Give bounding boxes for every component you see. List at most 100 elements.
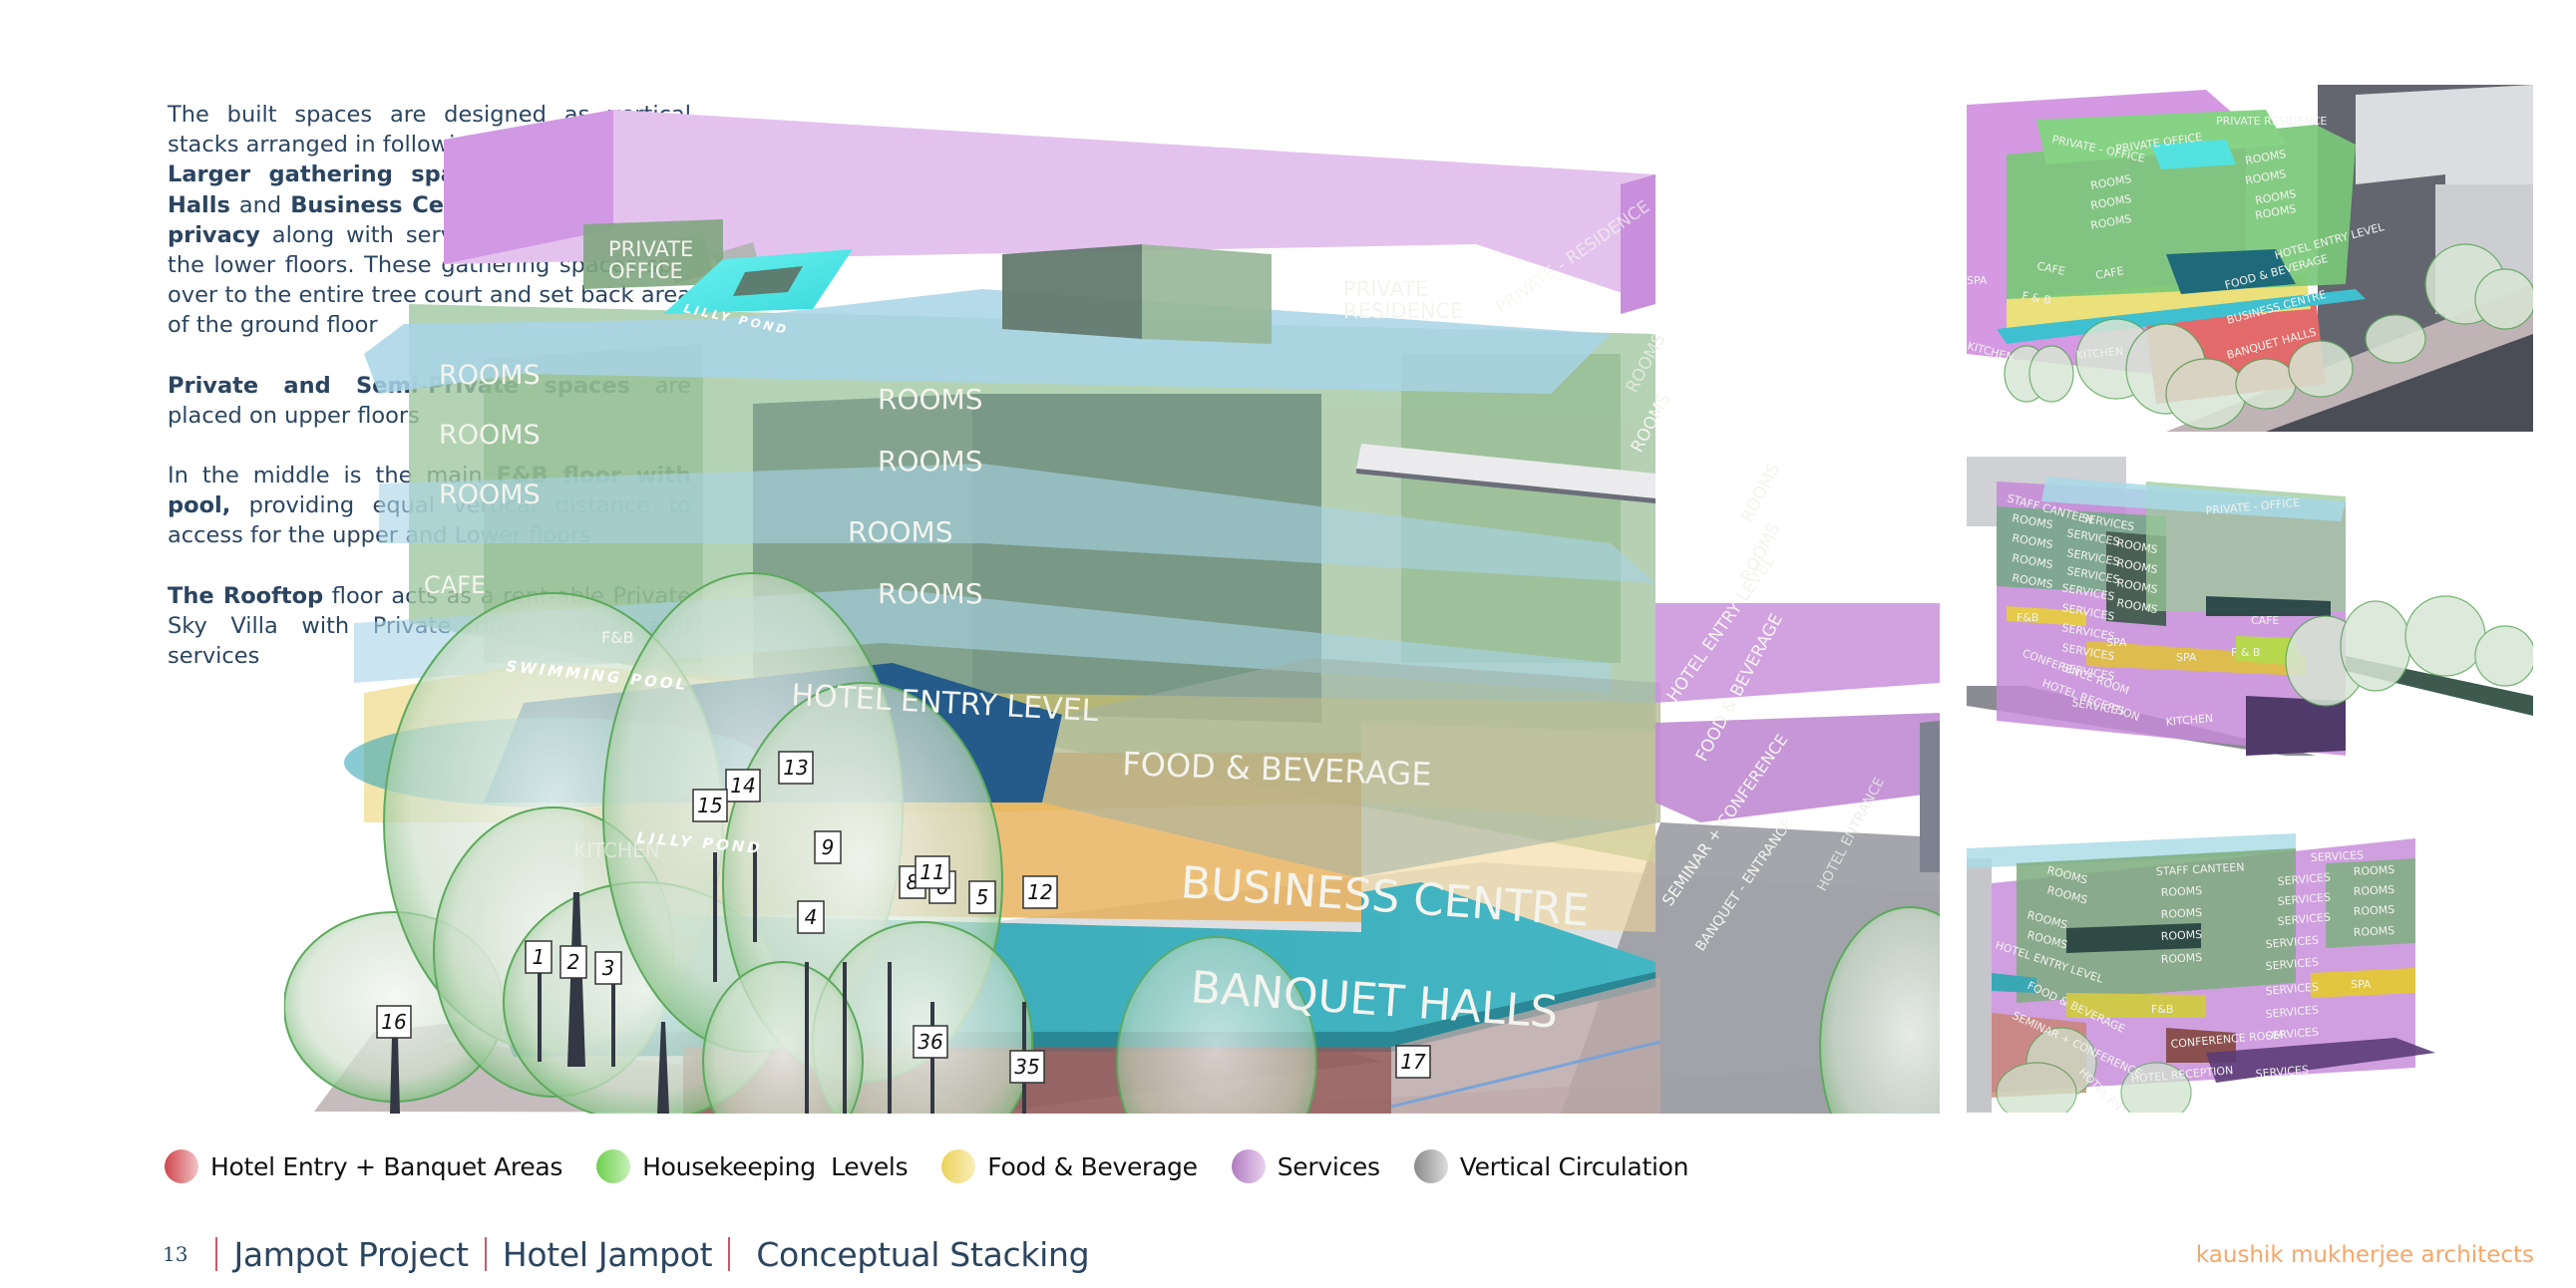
breadcrumb-project: Jampot Project bbox=[233, 1234, 469, 1274]
legend: Hotel Entry + Banquet Areas Housekeeping… bbox=[165, 1144, 1722, 1188]
label-rooms: ROOMS bbox=[439, 420, 541, 451]
emphasis-text: The Rooftop bbox=[168, 582, 324, 609]
thumbnail-label: PRIVATE RESIDENCE bbox=[2216, 115, 2327, 128]
svg-text:15: 15 bbox=[697, 794, 722, 817]
tree-number-tag: 5 bbox=[968, 880, 996, 914]
thumbnail-label: SERVICES bbox=[2265, 1025, 2319, 1043]
svg-text:12: 12 bbox=[1027, 880, 1052, 904]
tree-number-tag: 35 bbox=[1009, 1050, 1045, 1084]
tree-number-tag: 4 bbox=[797, 900, 825, 934]
separator bbox=[728, 1237, 731, 1271]
thumbnail-label: F & B bbox=[2231, 646, 2260, 659]
svg-text:13: 13 bbox=[783, 756, 808, 780]
legend-swatch-red bbox=[165, 1149, 198, 1183]
svg-text:5: 5 bbox=[976, 885, 989, 909]
svg-text:17: 17 bbox=[1400, 1050, 1426, 1074]
thumbnail-label: KITCHEN bbox=[2165, 712, 2214, 729]
tree-number-tag: 9 bbox=[814, 830, 842, 864]
svg-text:1: 1 bbox=[533, 945, 546, 969]
thumbnail-label: CAFE bbox=[2251, 614, 2280, 627]
tree-trunks bbox=[390, 842, 1026, 1114]
legend-swatch-green bbox=[596, 1149, 631, 1183]
right-services-blocks bbox=[1656, 603, 1940, 872]
tree-number-tag: 2 bbox=[559, 945, 587, 979]
legend-item-services: Services bbox=[1231, 1149, 1380, 1183]
breadcrumb-section: Conceptual Stacking bbox=[756, 1234, 1090, 1274]
firm-name: kaushik mukherjee architects bbox=[2195, 1242, 2534, 1268]
thumbnail-label: ROOMS bbox=[2353, 863, 2394, 878]
body-text: and bbox=[229, 191, 291, 218]
emphasis-text: Larger gathering spaces bbox=[168, 161, 498, 188]
thumbnail-label: SERVICES bbox=[2277, 910, 2331, 928]
thumbnail-label: SPA bbox=[2351, 978, 2372, 991]
tree-number-tag: 3 bbox=[594, 951, 622, 985]
tree-number-tag: 11 bbox=[915, 855, 950, 889]
legend-label: Food & Beverage bbox=[987, 1151, 1198, 1181]
label-rooms: ROOMS bbox=[439, 360, 541, 391]
thumbnail-label: ROOMS bbox=[2160, 951, 2202, 966]
thumbnail-label: SERVICES bbox=[2265, 1003, 2319, 1021]
label-rooms: ROOMS bbox=[878, 577, 982, 610]
tree-number-tag: 16 bbox=[376, 1005, 412, 1039]
legend-item-food-beverage: Food & Beverage bbox=[941, 1149, 1198, 1183]
svg-text:35: 35 bbox=[1014, 1055, 1039, 1079]
legend-swatch-yellow bbox=[941, 1149, 976, 1183]
legend-swatch-purple bbox=[1231, 1149, 1266, 1183]
svg-text:11: 11 bbox=[920, 860, 944, 884]
legend-swatch-grey bbox=[1413, 1149, 1448, 1183]
tree-number-tag: 1 bbox=[525, 940, 552, 974]
tree-number-tag: 13 bbox=[778, 751, 814, 785]
svg-text:4: 4 bbox=[805, 905, 818, 929]
label-cafe: CAFE bbox=[424, 571, 486, 599]
tree-number-tag: 12 bbox=[1022, 875, 1058, 909]
tree-number-tag: 17 bbox=[1395, 1045, 1431, 1079]
label-rooms: ROOMS bbox=[878, 383, 982, 416]
label-rooms-side: ROOMS bbox=[1737, 460, 1785, 525]
thumbnail-label: SERVICES bbox=[2277, 890, 2331, 908]
thumbnail-label: STAFF CANTEEN bbox=[2155, 860, 2244, 878]
thumbnail-label: KITCHEN bbox=[2075, 345, 2124, 362]
label-rooms: ROOMS bbox=[878, 445, 982, 478]
hotel-entry-level-block bbox=[1042, 658, 1660, 877]
svg-text:36: 36 bbox=[918, 1030, 942, 1054]
thumbnail-label: CAFE bbox=[2035, 259, 2066, 278]
rooftop-services-block bbox=[444, 110, 1656, 314]
thumbnail-label: ROOMS bbox=[2160, 906, 2202, 921]
svg-text:2: 2 bbox=[567, 950, 580, 974]
tree-tag-layer: 12345689111213141516173536 bbox=[376, 751, 1431, 1084]
thumbnail-label: ROOMS bbox=[2353, 883, 2394, 898]
legend-item-hotel-entry: Hotel Entry + Banquet Areas bbox=[165, 1149, 562, 1183]
thumbnail-label: SERVICES bbox=[2277, 870, 2331, 888]
label-kitchen: KITCHEN bbox=[573, 838, 660, 862]
thumbnail-label: ROOMS bbox=[2353, 903, 2394, 918]
legend-label: Housekeeping Levels bbox=[642, 1151, 909, 1181]
legend-item-housekeeping: Housekeeping Levels bbox=[596, 1149, 909, 1183]
thumbnail-label: SPA bbox=[2106, 636, 2127, 649]
rooftop-lilly-pond bbox=[663, 249, 853, 314]
thumbnail-label: SERVICES bbox=[2255, 1063, 2309, 1081]
svg-text:16: 16 bbox=[381, 1010, 406, 1034]
thumbnail-label: ROOMS bbox=[2160, 884, 2202, 899]
thumbnail-label: SERVICES bbox=[2265, 933, 2319, 951]
thumbnail-label: SERVICES bbox=[2265, 980, 2319, 998]
tree-number-tag: 15 bbox=[692, 789, 728, 822]
legend-item-vertical-circulation: Vertical Circulation bbox=[1413, 1149, 1689, 1183]
breadcrumb-hotel: Hotel Jampot bbox=[502, 1234, 713, 1274]
label-rooms: ROOMS bbox=[439, 480, 541, 510]
label-fnb-small: F&B bbox=[601, 628, 634, 647]
page-number: 13 bbox=[163, 1242, 188, 1266]
thumbnail-label: CAFE bbox=[2094, 264, 2124, 282]
footer-breadcrumb: 13 Jampot Project Hotel Jampot Conceptua… bbox=[163, 1231, 1090, 1277]
label-rooms: ROOMS bbox=[848, 515, 952, 548]
thumbnail-label: F&B bbox=[2017, 611, 2038, 624]
separator bbox=[215, 1237, 218, 1271]
thumbnail-label: SERVICES bbox=[2265, 955, 2319, 973]
thumbnail-label: F & B bbox=[2021, 289, 2051, 307]
thumbnail-label: ROOMS bbox=[2160, 928, 2202, 943]
legend-label: Vertical Circulation bbox=[1459, 1151, 1689, 1181]
